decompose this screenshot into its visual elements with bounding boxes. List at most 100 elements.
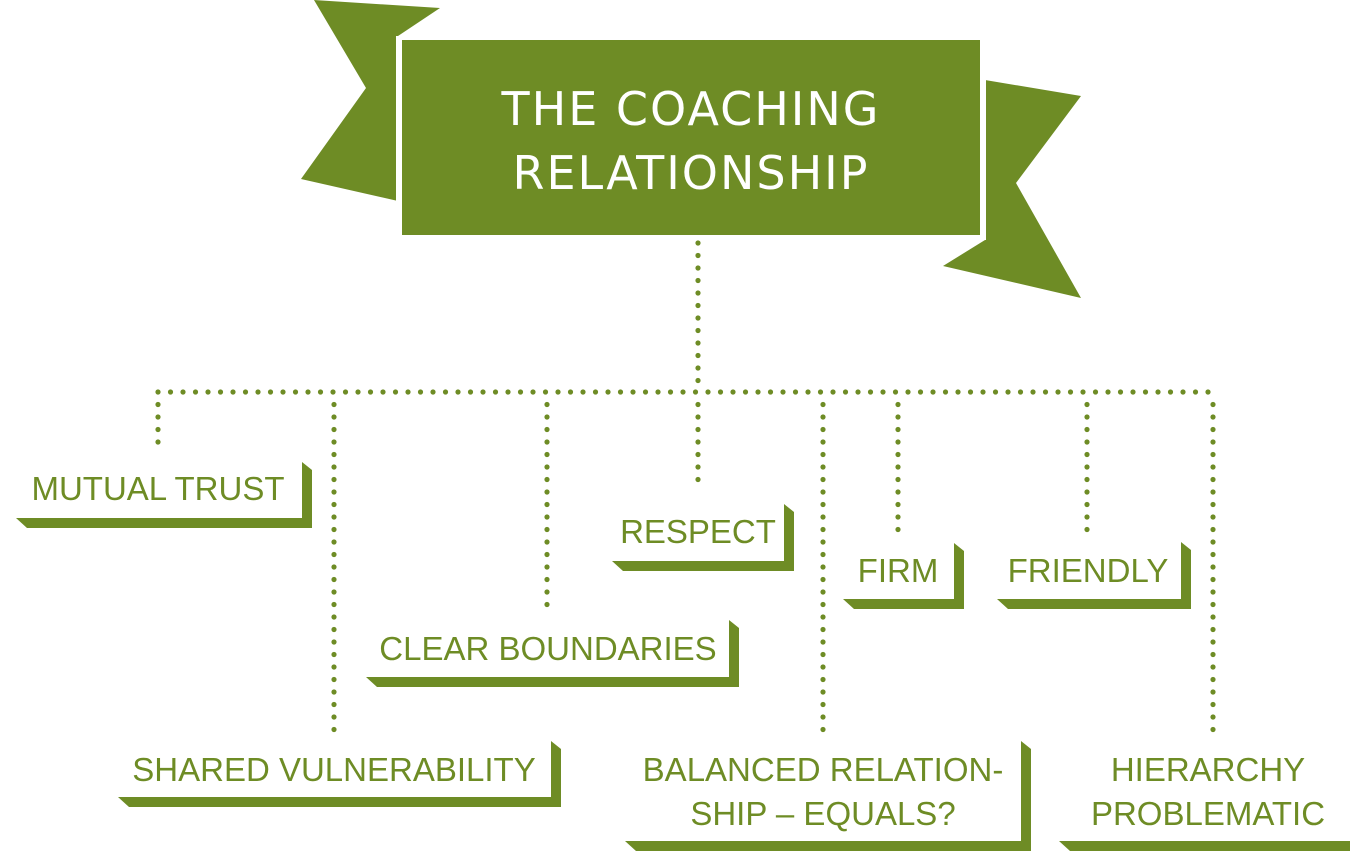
connector-dot xyxy=(1210,514,1216,520)
connector-dot xyxy=(1084,514,1090,520)
node-label: MUTUAL TRUST xyxy=(31,470,284,507)
connector-dot xyxy=(1210,689,1216,695)
connector-dot xyxy=(1210,501,1216,508)
connector-dot xyxy=(331,476,337,483)
connector-lines xyxy=(155,240,1216,733)
connector-dot xyxy=(630,389,636,395)
connector-dot xyxy=(155,439,161,445)
connector-dot xyxy=(992,389,999,395)
connector-dot xyxy=(695,352,701,359)
connector-dot xyxy=(820,564,826,570)
connector-dot xyxy=(1210,614,1216,620)
connector-dot xyxy=(1084,464,1090,470)
connector-dot xyxy=(1092,389,1099,395)
connector-dot xyxy=(467,389,474,395)
connector-dot xyxy=(192,389,199,395)
connector-dot xyxy=(567,389,574,395)
connector-dot xyxy=(1210,551,1216,558)
connector-dot xyxy=(367,389,374,395)
connector-dot xyxy=(695,240,701,246)
connector-dot xyxy=(405,389,411,395)
node-label-line-2: PROBLEMATIC xyxy=(1091,795,1325,832)
connector-dot xyxy=(695,340,701,346)
connector-dot xyxy=(417,389,424,395)
connector-dot xyxy=(292,389,299,395)
connector-dot xyxy=(430,389,436,395)
connector-dot xyxy=(895,489,901,495)
connector-dot xyxy=(1210,589,1216,595)
connector-dot xyxy=(280,389,286,395)
connector-dot xyxy=(605,389,611,395)
connector-dot xyxy=(1210,714,1216,720)
connector-dot xyxy=(331,514,337,520)
connector-dot xyxy=(967,389,974,395)
connector-dot xyxy=(695,464,701,470)
connector-dot xyxy=(505,389,511,395)
connector-dot xyxy=(331,726,337,733)
connector-dot xyxy=(1210,451,1216,458)
connector-dot xyxy=(542,389,549,395)
connector-dot xyxy=(820,426,826,433)
connector-dot xyxy=(305,389,311,395)
connector-dot xyxy=(755,389,761,395)
connector-dot xyxy=(544,464,550,470)
connector-dot xyxy=(820,551,826,558)
connector-dot xyxy=(895,501,901,508)
connector-dot xyxy=(695,315,701,321)
connector-dot xyxy=(1084,489,1090,495)
label-shadow xyxy=(1059,841,1350,851)
connector-dot xyxy=(895,401,901,408)
connector-dot xyxy=(695,377,701,384)
node-respect: RESPECT xyxy=(612,504,794,571)
connector-dot xyxy=(1067,389,1074,395)
connector-dot xyxy=(820,514,826,520)
connector-dot xyxy=(895,451,901,458)
connector-dot xyxy=(1142,389,1149,395)
connector-dot xyxy=(1192,389,1199,395)
connector-dot xyxy=(1105,389,1111,395)
connector-dot xyxy=(880,389,886,395)
connector-dot xyxy=(695,365,701,371)
connector-dot xyxy=(530,389,536,395)
connector-dot xyxy=(695,290,701,296)
node-balanced-relationship: BALANCED RELATION- SHIP – EQUALS? xyxy=(625,741,1031,851)
connector-dot xyxy=(655,389,661,395)
connector-dot xyxy=(820,476,826,483)
connector-dot xyxy=(455,389,461,395)
connector-dot xyxy=(980,389,986,395)
connector-dot xyxy=(695,439,701,445)
connector-dot xyxy=(331,651,337,658)
connector-dot xyxy=(544,564,550,570)
connector-dot xyxy=(1084,476,1090,483)
connector-dot xyxy=(331,439,337,445)
connector-dot xyxy=(1042,389,1049,395)
node-labels: MUTUAL TRUST SHARED VULNERABILITY CLEAR … xyxy=(16,462,1350,851)
connector-dot xyxy=(820,464,826,470)
connector-dot xyxy=(820,664,826,670)
connector-dot xyxy=(1210,539,1216,545)
connector-dot xyxy=(1017,389,1024,395)
label-shadow xyxy=(118,741,561,807)
connector-dot xyxy=(820,526,826,533)
label-shadow xyxy=(843,543,964,609)
ribbon-banner xyxy=(402,40,980,235)
connector-dot xyxy=(331,601,337,608)
connector-dot xyxy=(742,389,749,395)
connector-dot xyxy=(895,526,901,533)
connector-dot xyxy=(217,389,224,395)
connector-dot xyxy=(820,689,826,695)
connector-dot xyxy=(820,714,826,720)
title-line-2: RELATIONSHIP xyxy=(513,146,870,200)
connector-dot xyxy=(820,701,826,708)
connector-dot xyxy=(642,389,649,395)
connector-dot xyxy=(331,464,337,470)
connector-dot xyxy=(1210,439,1216,445)
node-friendly: FRIENDLY xyxy=(997,542,1191,609)
label-shadow xyxy=(366,620,739,687)
connector-dot xyxy=(792,389,799,395)
connector-dot xyxy=(492,389,499,395)
node-label-line-1: BALANCED RELATION- xyxy=(643,751,1004,788)
connector-dot xyxy=(820,451,826,458)
connector-dot xyxy=(820,489,826,495)
label-shadow xyxy=(997,542,1191,609)
